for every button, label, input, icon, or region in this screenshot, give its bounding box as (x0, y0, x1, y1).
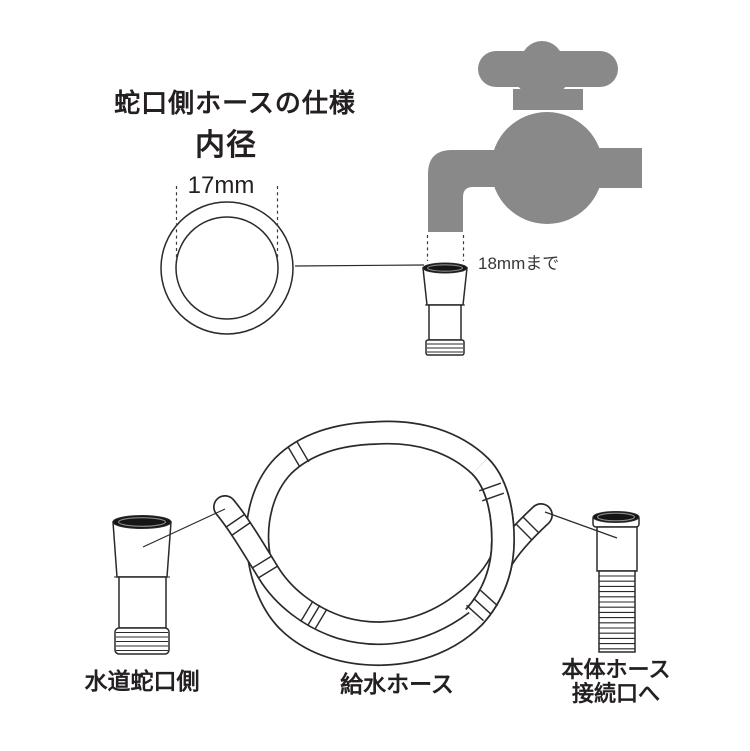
body-connection-label-line1: 本体ホース (561, 657, 671, 682)
body-connection-label: 本体ホース 接続口へ (516, 658, 716, 706)
connector-cylinder (428, 304, 462, 341)
hose-label: 給水ホース (340, 671, 454, 697)
body-connection-label-line2: 接続口へ (571, 681, 660, 706)
faucet-handle-bar (478, 51, 618, 87)
faucet-bonnet (513, 89, 583, 110)
body-side-connector (592, 511, 640, 653)
faucet-spout (428, 150, 500, 232)
hose-band-marks (225, 441, 540, 630)
connector-cup (422, 267, 468, 306)
supply-hose (213, 420, 553, 667)
connector-cup (112, 521, 172, 578)
faucet-side-connector (112, 515, 172, 655)
hose-outer-wall (160, 201, 294, 335)
faucet-body (491, 112, 603, 224)
pointer-line-left (142, 508, 226, 548)
faucet-inlet-pipe (595, 148, 642, 188)
pointer-line-cross-section (294, 264, 425, 267)
faucet-side-label: 水道蛇口側 (84, 668, 200, 694)
hose-cross-section (160, 186, 294, 335)
connector-cylinder (118, 576, 167, 629)
inner-diameter-label: 17mm (187, 172, 255, 199)
connector-cylinder (596, 526, 638, 572)
pointer-line-right (544, 511, 618, 539)
faucet-icon (428, 41, 642, 232)
spout-max-label: 18mmまで (478, 254, 560, 273)
dimension-heading: 内径 (195, 129, 257, 162)
hose-inner-wall (175, 216, 279, 320)
spout-alignment-guides (426, 235, 465, 261)
faucet-connector (422, 262, 468, 356)
connector-corrugation (598, 570, 636, 653)
spec-title: 蛇口側ホースの仕様 (114, 88, 356, 118)
